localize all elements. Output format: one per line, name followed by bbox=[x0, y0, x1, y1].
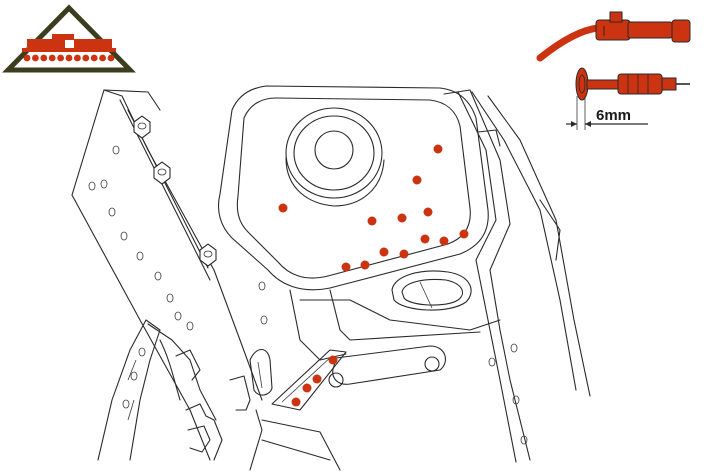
weld-spot bbox=[367, 216, 377, 226]
weld-spot bbox=[439, 236, 449, 246]
weld-dot-row bbox=[23, 54, 115, 62]
nut bbox=[133, 115, 151, 139]
weld-spot bbox=[341, 262, 351, 272]
nut bbox=[199, 243, 217, 267]
dimension-label: 6mm bbox=[596, 107, 631, 124]
weld-spot bbox=[379, 247, 389, 257]
panel-line-drawing bbox=[71, 85, 591, 471]
badge-weld-dot bbox=[40, 54, 48, 62]
weld-spot bbox=[420, 234, 430, 244]
weld-spot bbox=[397, 213, 407, 223]
weld-spot bbox=[278, 203, 288, 213]
badge-weld-dot bbox=[82, 54, 90, 62]
weld-spots bbox=[278, 144, 469, 407]
plug-weld-tool-icon bbox=[575, 67, 690, 101]
badge-weld-dot bbox=[90, 54, 98, 62]
dimension-callout: 6mm bbox=[566, 96, 648, 130]
badge-weld-dot bbox=[107, 54, 115, 62]
badge-weld-dot bbox=[48, 54, 56, 62]
weld-spot bbox=[433, 144, 443, 154]
weld-spot bbox=[328, 355, 338, 365]
spot-weld-triangle-icon bbox=[2, 4, 136, 73]
weld-spot bbox=[412, 175, 422, 185]
rail-holes bbox=[88, 145, 268, 331]
badge-weld-dot bbox=[23, 54, 31, 62]
weld-spot bbox=[360, 260, 370, 270]
weld-spot bbox=[291, 397, 301, 407]
badge-weld-dot bbox=[99, 54, 106, 62]
nut bbox=[153, 161, 171, 185]
badge-weld-dot bbox=[57, 54, 64, 62]
weld-spot bbox=[459, 229, 469, 239]
badge-weld-dot bbox=[32, 54, 39, 62]
weld-spot bbox=[399, 249, 409, 259]
badge-weld-dot bbox=[65, 54, 73, 62]
weld-spot bbox=[302, 383, 312, 393]
badge-weld-dot bbox=[74, 54, 81, 62]
mig-welding-torch-icon bbox=[536, 11, 691, 62]
weld-spot bbox=[312, 374, 322, 384]
weld-spot bbox=[423, 207, 433, 217]
